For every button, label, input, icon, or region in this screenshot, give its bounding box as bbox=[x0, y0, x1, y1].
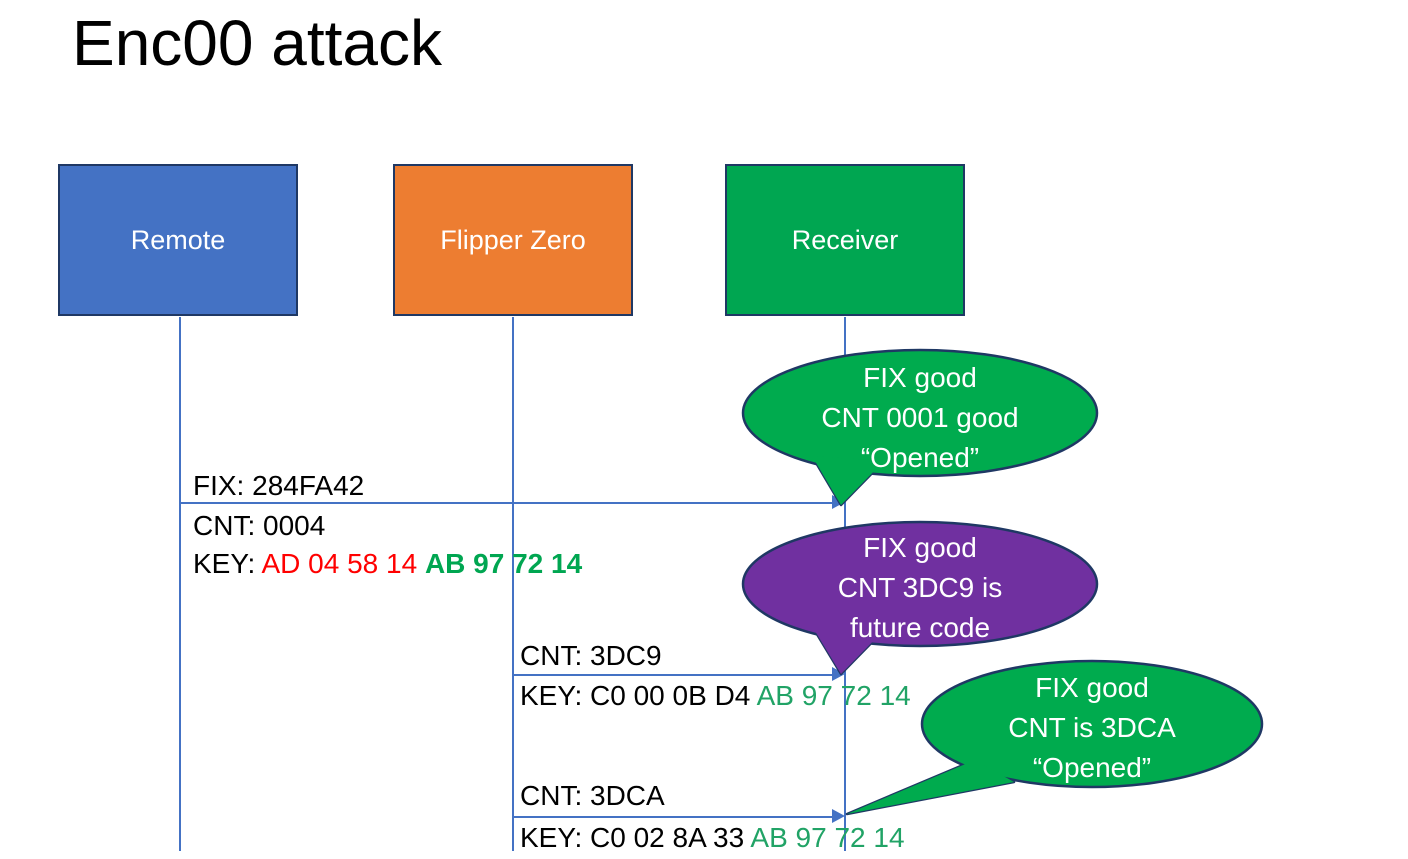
callout2-line1: FIX good bbox=[863, 532, 977, 563]
callout1-line3: “Opened” bbox=[860, 442, 980, 473]
callout1-line1: FIX good bbox=[863, 362, 977, 393]
message3-arrowhead-icon bbox=[832, 809, 845, 823]
actor-box-flipper-zero: Flipper Zero bbox=[393, 164, 633, 316]
lifeline-flipper-zero bbox=[512, 317, 514, 851]
actor-box-receiver: Receiver bbox=[725, 164, 965, 316]
message3-key-text: KEY: C0 02 8A 33 AB 97 72 14 bbox=[520, 821, 905, 855]
actor-box-remote: Remote bbox=[58, 164, 298, 316]
callout3-line2: CNT is 3DCA bbox=[1008, 712, 1176, 743]
actor-label-receiver: Receiver bbox=[791, 224, 899, 255]
callout2-line2: CNT 3DC9 is bbox=[837, 572, 1003, 603]
message1-fix-text: FIX: 284FA42 bbox=[193, 470, 365, 501]
callout3-bubble-shape bbox=[845, 659, 1264, 816]
message3-key-black: KEY: C0 02 8A 33 bbox=[520, 822, 751, 853]
message2-cnt-text: CNT: 3DC9 bbox=[520, 640, 662, 671]
message2-key-green-bytes: AB 97 72 14 bbox=[756, 680, 911, 711]
message2-arrow-line bbox=[513, 674, 832, 676]
lifeline-remote bbox=[179, 317, 181, 851]
callout3-line1: FIX good bbox=[1035, 672, 1149, 703]
message3-key-green-bytes: AB 97 72 14 bbox=[750, 822, 905, 853]
message2-key-text: KEY: C0 00 0B D4 AB 97 72 14 bbox=[520, 679, 911, 713]
callout3-text: FIX good CNT is 3DCA “Opened” bbox=[932, 668, 1252, 788]
message1-key-green-bytes: AB 97 72 14 bbox=[424, 548, 583, 579]
callout2-line3: future code bbox=[849, 612, 991, 643]
message1-key-red-bytes: AD 04 58 14 bbox=[261, 548, 425, 579]
message1-key-label: KEY: bbox=[193, 548, 262, 579]
message3-cnt-text: CNT: 3DCA bbox=[520, 780, 665, 811]
message1-arrow-line bbox=[180, 502, 832, 504]
callout1-bubble-shape bbox=[741, 348, 1099, 507]
message3-arrow-line bbox=[513, 816, 832, 818]
page-title: Enc00 attack bbox=[72, 7, 442, 79]
message1-cnt-text: CNT: 0004 bbox=[193, 510, 326, 541]
message1-key-text: KEY: AD 04 58 14 AB 97 72 14 bbox=[193, 547, 582, 581]
callout2-bubble-shape bbox=[741, 520, 1099, 676]
callout2-text: FIX good CNT 3DC9 is future code bbox=[760, 528, 1080, 648]
callout1-line2: CNT 0001 good bbox=[821, 402, 1019, 433]
message2-key-black: KEY: C0 00 0B D4 bbox=[520, 680, 757, 711]
actor-label-flipper-zero: Flipper Zero bbox=[440, 224, 586, 255]
callout1-text: FIX good CNT 0001 good “Opened” bbox=[760, 358, 1080, 478]
actor-label-remote: Remote bbox=[130, 224, 226, 255]
callout3-line3: “Opened” bbox=[1032, 752, 1152, 783]
